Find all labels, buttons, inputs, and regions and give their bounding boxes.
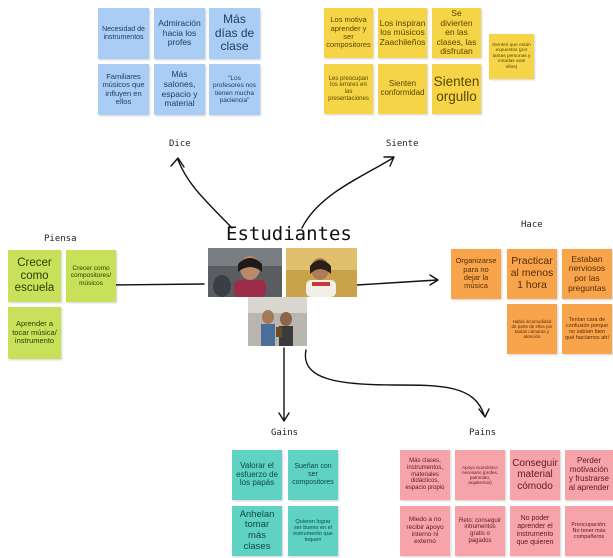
center-title: Estudiantes bbox=[226, 223, 352, 245]
arrow-to-dice-head bbox=[170, 157, 185, 168]
student-photo-3 bbox=[248, 297, 307, 346]
note-hace-3: Estaban nerviosos por las preguntas bbox=[562, 249, 612, 299]
arrow-to-siente bbox=[301, 157, 394, 229]
note-hace-4: Había incomodidad de parte de ellos por … bbox=[507, 304, 557, 354]
note-pains-1: Más clases, instrumentos, materiales did… bbox=[400, 450, 450, 500]
note-hace-1: Organizarse para no dejar la música bbox=[451, 249, 501, 299]
arrow-to-gains-head bbox=[278, 412, 290, 422]
label-hace: Hace bbox=[521, 220, 543, 230]
arrow-to-pains-head bbox=[478, 408, 490, 418]
note-siente-1: Los motiva aprender y ser compositores bbox=[324, 8, 373, 58]
student-photo-1 bbox=[208, 248, 282, 297]
arrow-to-piensa bbox=[107, 283, 205, 286]
note-pains-4: Perder motivación y frustrarse al aprend… bbox=[565, 450, 613, 500]
note-siente-5: Les preocupan los errores en las present… bbox=[324, 64, 373, 114]
note-gains-3: Anhelan tomar más clases bbox=[232, 506, 282, 556]
note-siente-2: Los inspiran los músicos Zaachileños bbox=[378, 8, 427, 58]
note-siente-6: Sienten conformidad bbox=[378, 64, 427, 114]
note-pains-5: Miedo a no recibir apoyo interno ni exte… bbox=[400, 506, 450, 556]
note-piensa-2: Crecer como compositores/ músicos bbox=[66, 250, 116, 302]
note-gains-4: Quieren lograr ser bueno en el instrumen… bbox=[288, 506, 338, 556]
note-dice-5: Más salones, espacio y material bbox=[154, 64, 205, 115]
note-hace-5: Tenían cara de confusión porque no sabía… bbox=[562, 304, 612, 354]
label-gains: Gains bbox=[271, 428, 299, 438]
arrow-to-dice bbox=[177, 159, 233, 229]
note-hace-2: Practicar al menos 1 hora bbox=[507, 249, 557, 299]
note-dice-6: "Los profesores nos tienen mucha pacienc… bbox=[209, 64, 260, 115]
note-pains-3: Conseguir material cómodo bbox=[510, 450, 560, 500]
note-siente-7: Sienten orgullo bbox=[432, 64, 481, 114]
note-gains-2: Sueñan con ser compositores bbox=[288, 450, 338, 500]
note-dice-3: Más días de clase bbox=[209, 8, 260, 59]
note-siente-3: Se divierten en las clases, las disfruta… bbox=[432, 8, 481, 58]
note-piensa-3: Aprender a tocar música/ instrumento bbox=[8, 307, 61, 359]
label-dice: Dice bbox=[169, 139, 191, 149]
arrow-to-siente-head bbox=[383, 156, 395, 167]
label-piensa: Piensa bbox=[44, 234, 77, 244]
note-pains-2: Apoyo económico necesario (profes, patro… bbox=[455, 450, 505, 500]
note-dice-4: Familiares músicos que influyen en ellos bbox=[98, 64, 149, 115]
note-piensa-1: Crecer como escuela bbox=[8, 250, 61, 302]
note-siente-4: Sienten que están expuestos (por tantas … bbox=[489, 34, 534, 79]
arrow-to-hace-head bbox=[429, 274, 439, 286]
note-dice-1: Necesidad de instrumentos bbox=[98, 8, 149, 59]
student-photo-2 bbox=[286, 248, 357, 297]
label-pains: Pains bbox=[469, 428, 497, 438]
arrow-to-hace bbox=[356, 279, 438, 286]
note-pains-7: No poder aprender el instrumento que qui… bbox=[510, 506, 560, 556]
note-dice-2: Admiración hacia los profes bbox=[154, 8, 205, 59]
note-pains-8: Preocupación: No tener más compañeros bbox=[565, 506, 613, 556]
label-siente: Siente bbox=[386, 139, 419, 149]
note-gains-1: Valorar el esfuerzo de los papás bbox=[232, 450, 282, 500]
note-pains-6: Reto: conseguir intrumentos gratis o pag… bbox=[455, 506, 505, 556]
arrow-to-pains bbox=[304, 349, 485, 416]
